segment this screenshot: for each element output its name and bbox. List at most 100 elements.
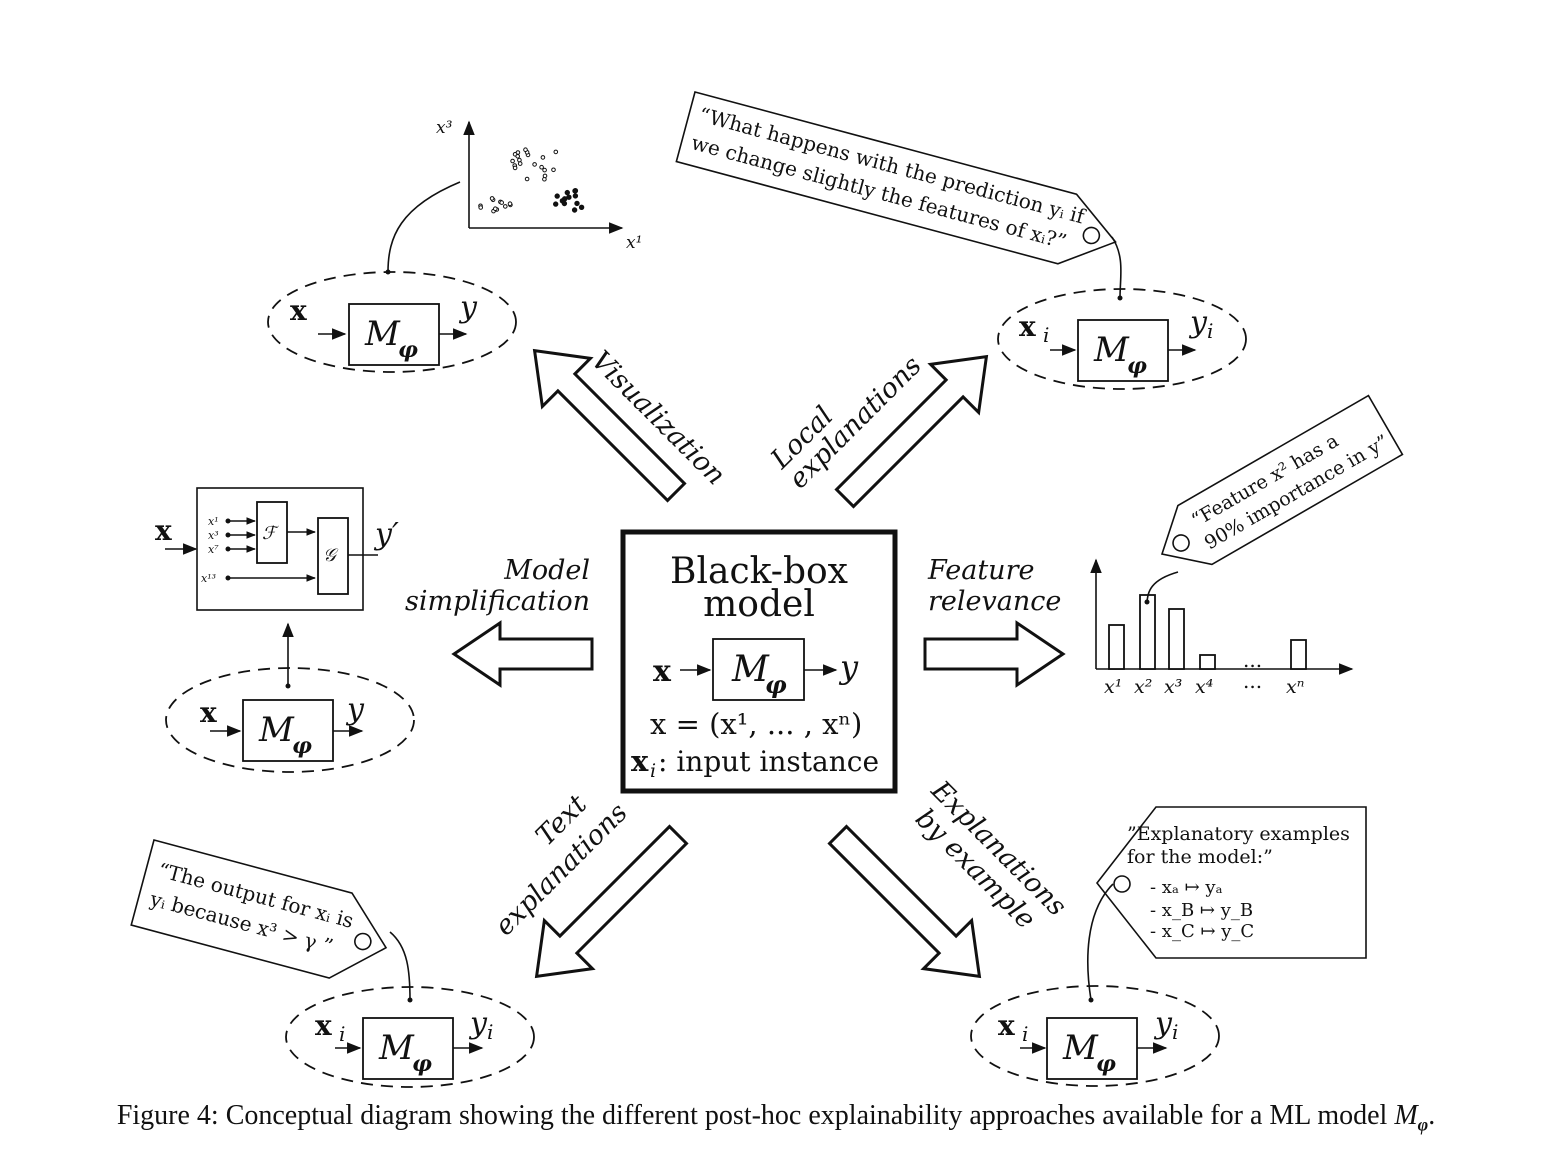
tag-explanations-by-example: ”Explanatory examples for the model:” - … xyxy=(1095,806,1367,959)
scatter-point xyxy=(489,196,495,201)
bar-label-dots: ... xyxy=(1243,669,1262,693)
simp-input-x: x xyxy=(155,514,172,547)
simp-mini-phi: φ xyxy=(292,733,312,759)
scatter-point xyxy=(532,162,537,167)
black-box-title-2: model xyxy=(703,584,815,625)
example-output-y: y xyxy=(1153,1006,1173,1041)
scatter-y-label: x³ xyxy=(436,118,453,138)
scatter-point xyxy=(540,155,546,160)
viz-input-x: x xyxy=(290,294,307,327)
simp-g: 𝒢 xyxy=(323,545,339,566)
scatter-point xyxy=(517,161,523,166)
text-model-m: M xyxy=(378,1028,415,1068)
caption-text: Figure 4: Conceptual diagram showing the… xyxy=(116,1100,1395,1131)
simp-mini-x: x xyxy=(200,696,217,729)
bar-label-n: xⁿ xyxy=(1286,676,1304,698)
simp-in-4: x¹³ xyxy=(201,572,216,585)
tag-example-a: - xₐ ↦ yₐ xyxy=(1150,877,1223,898)
scatter-point xyxy=(554,193,560,199)
scatter-point xyxy=(523,147,528,152)
tag-text-explanations: “The output for xᵢ is yᵢ because x³ > γ … xyxy=(130,839,388,979)
scatter-point xyxy=(512,165,518,171)
center-model-m: M xyxy=(731,649,770,690)
model-text: x i M φ y i xyxy=(285,986,535,1088)
tag-local-explanations: “What happens with the prediction yᵢ if … xyxy=(675,91,1117,265)
viz-model-m: M xyxy=(364,314,401,354)
local-input-i: i xyxy=(1043,323,1049,347)
center-model-phi: φ xyxy=(765,670,787,699)
local-model-m: M xyxy=(1093,330,1130,370)
scatter-point xyxy=(578,204,585,211)
simp-in-3: x⁷ xyxy=(208,543,219,556)
model-visualization: x M φ y xyxy=(267,271,517,373)
scatter-point xyxy=(572,193,579,199)
scatter-point xyxy=(574,200,580,207)
black-box-title-1: Black-box xyxy=(670,551,848,592)
scatter-point xyxy=(553,149,559,155)
simp-mini-y: y xyxy=(345,692,365,727)
local-output-i: i xyxy=(1207,319,1213,343)
scatter-point xyxy=(572,188,578,194)
local-model-phi: φ xyxy=(1127,353,1147,379)
viz-model-phi: φ xyxy=(398,337,418,363)
caption-end: . xyxy=(1428,1100,1436,1131)
center-instance-i: i xyxy=(650,760,656,782)
scatter-point xyxy=(551,167,556,173)
label-simplification-1: Model xyxy=(503,555,590,586)
scatter-point xyxy=(539,164,544,170)
black-box-model: Black-box model x M φ y x = (x¹, ... , x… xyxy=(620,529,898,794)
scatter-point xyxy=(493,206,498,211)
example-output-i: i xyxy=(1172,1020,1178,1044)
scatter-points xyxy=(478,147,585,214)
model-example: x i M φ y i xyxy=(970,985,1220,1087)
label-relevance-2: relevance xyxy=(928,586,1061,617)
text-output-i: i xyxy=(487,1020,493,1044)
scatter-point xyxy=(571,207,578,213)
scatter-point xyxy=(507,201,513,206)
simp-output: y′ xyxy=(373,517,399,552)
tag-feature-relevance: “Feature x² has a 90% importance in y” xyxy=(1160,394,1404,566)
scatter-point xyxy=(542,167,547,173)
arrow-explanations-by-example xyxy=(827,824,982,979)
center-instance-x: x xyxy=(631,744,649,778)
scatter-point xyxy=(510,158,515,164)
simplified-model: x x¹ x³ x⁷ x¹³ ℱ 𝒢 y′ xyxy=(155,487,399,611)
scatter-x-label: x¹ xyxy=(626,233,642,253)
center-equation: x = (x¹, ... , xⁿ) xyxy=(650,707,862,741)
example-model-m: M xyxy=(1062,1028,1099,1068)
tag-example-line2: for the model:” xyxy=(1127,846,1273,868)
text-input-i: i xyxy=(339,1022,345,1046)
scatter-point xyxy=(499,200,505,205)
text-input-x: x xyxy=(315,1009,332,1042)
scatter-point xyxy=(524,176,530,182)
tag-example-c: - x_C ↦ y_C xyxy=(1150,921,1254,942)
arrow-feature-relevance xyxy=(923,620,1066,688)
scatter-point xyxy=(553,201,559,207)
bar-label-1: x¹ xyxy=(1104,676,1122,698)
simp-in-1: x¹ xyxy=(208,515,219,528)
scatter-point xyxy=(564,189,570,196)
bar-label-2: x² xyxy=(1134,676,1152,698)
scatter-point xyxy=(542,173,548,179)
scatter-point xyxy=(515,154,521,159)
viz-output-y: y xyxy=(458,290,478,325)
tag-example-b: - x_B ↦ y_B xyxy=(1150,900,1253,921)
bar-label-3: x³ xyxy=(1164,676,1182,698)
simp-f: ℱ xyxy=(262,523,279,544)
local-output-y: y xyxy=(1188,305,1208,340)
figure-caption: Figure 4: Conceptual diagram showing the… xyxy=(0,1100,1552,1136)
bar-dots-top: ... xyxy=(1243,648,1262,672)
scatter-point xyxy=(561,200,568,207)
arrow-visualization xyxy=(532,348,687,503)
center-input-x: x xyxy=(653,654,672,689)
example-input-x: x xyxy=(998,1009,1015,1042)
label-relevance-1: Feature xyxy=(927,555,1034,586)
text-model-phi: φ xyxy=(412,1051,432,1077)
center-instance-text: : input instance xyxy=(658,745,879,778)
arrow-text-explanations xyxy=(534,824,689,979)
scatter-point xyxy=(503,204,508,209)
caption-model: M xyxy=(1394,1100,1418,1131)
simp-mini-m: M xyxy=(258,710,295,750)
scatter-point xyxy=(478,205,484,210)
